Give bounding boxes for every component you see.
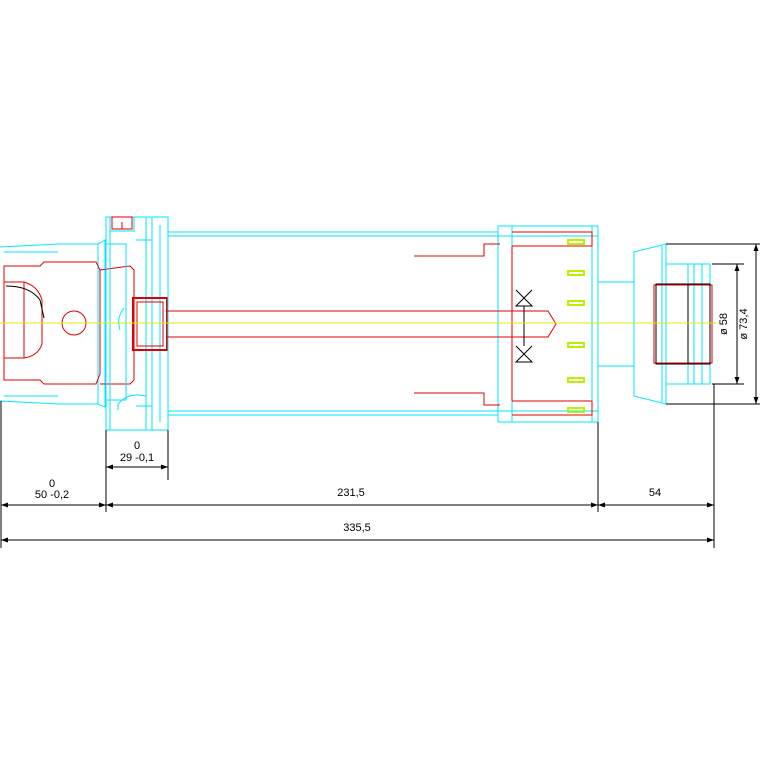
overall-length-label: 335,5 [343, 522, 371, 534]
body-length-label: 231,5 [337, 487, 365, 499]
outer-diameter-label: ø 73,4 [738, 308, 750, 339]
tip-section-inner [655, 283, 711, 365]
tip-section [653, 284, 713, 364]
coolant-ports [567, 239, 585, 413]
flange-section [111, 216, 168, 351]
flange-tolerance-upper: 0 [134, 440, 140, 452]
dimension-lines [0, 243, 760, 548]
inner-diameter-label: ø 58 [718, 313, 730, 335]
tip-outline [633, 243, 711, 405]
tip-length-label: 54 [649, 487, 661, 499]
shank-tolerance-upper: 0 [49, 478, 55, 490]
body-outline [167, 225, 634, 423]
cut-curve [5, 285, 45, 319]
shank-length-label: 50 -0,2 [35, 489, 69, 501]
bearing-cross [514, 289, 534, 363]
flange-length-label: 29 -0,1 [120, 452, 154, 464]
